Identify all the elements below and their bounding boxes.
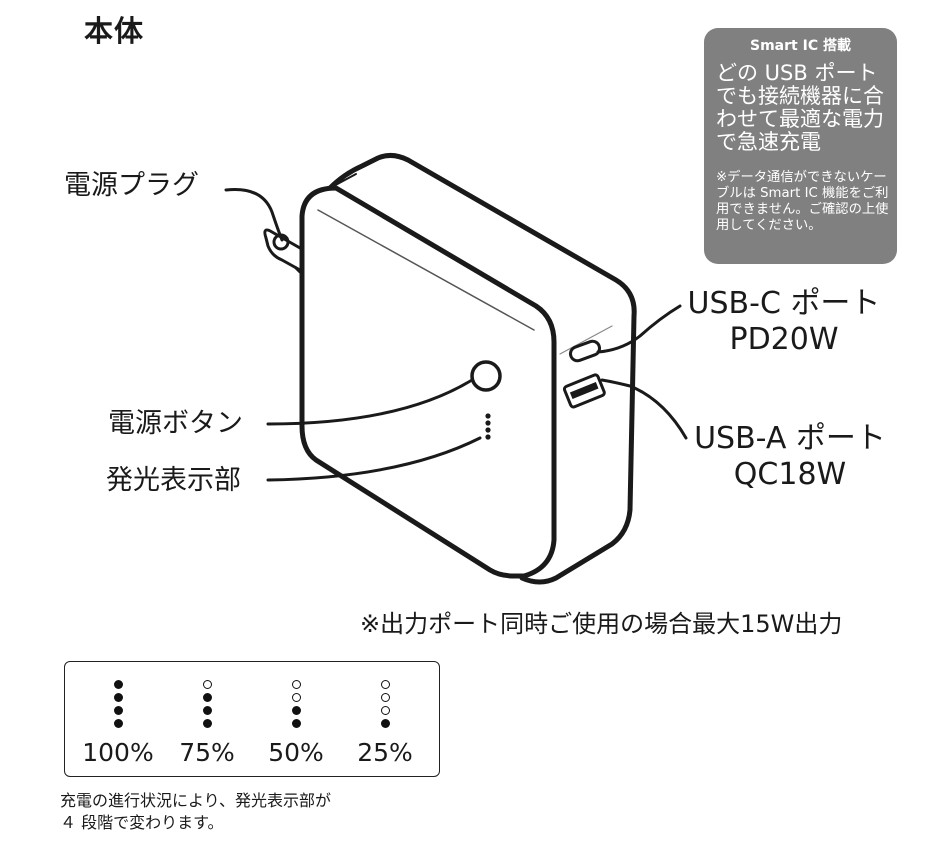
led-on-dot — [113, 706, 123, 715]
usb-a-name: USB-A ポート — [694, 421, 886, 456]
level-label: 100% — [82, 738, 154, 767]
plug-label: 電源プラグ — [64, 170, 199, 201]
usb-c-spec: PD20W — [729, 322, 839, 357]
indicator-leader-line — [266, 436, 482, 482]
level-label: 50% — [268, 738, 324, 767]
power-button-icon — [470, 360, 502, 392]
led-off-dot — [380, 706, 390, 715]
led-off-dot — [202, 680, 212, 689]
callout-note: ※データ通信ができないケーブルは Smart IC 機能をご利用できません。ご確… — [716, 170, 889, 233]
level-dots — [290, 680, 302, 732]
led-off-dot — [291, 680, 301, 689]
usb-c-label: USB-C ポート PD20W — [684, 286, 884, 358]
callout-body: どの USB ポートでも接続機器に合わせて最適な電力で急速充電 — [716, 61, 884, 154]
simultaneous-output-note: ※出力ポート同時ご使用の場合最大15W出力 — [360, 610, 843, 638]
usb-c-leader-line — [596, 304, 682, 354]
usb-a-port-icon — [562, 373, 606, 409]
plug-leader-line — [224, 187, 284, 242]
indicator-leds-icon — [485, 413, 491, 440]
led-off-dot — [380, 693, 390, 702]
level-75: 75% — [162, 662, 252, 776]
indicator-label: 発光表示部 — [106, 465, 241, 496]
led-on-dot — [291, 706, 301, 715]
level-100: 100% — [73, 662, 163, 776]
usb-a-label: USB-A ポート QC18W — [690, 421, 890, 493]
level-label: 75% — [179, 738, 235, 767]
level-dots — [379, 680, 391, 732]
level-50: 50% — [251, 662, 341, 776]
page-title: 本体 — [84, 14, 145, 48]
led-on-dot — [113, 719, 123, 728]
footnote-line-1: 充電の進行状況により、発光表示部が — [60, 791, 332, 810]
led-on-dot — [380, 719, 390, 728]
led-off-dot — [380, 680, 390, 689]
footnote-line-2: ４ 段階で変わります。 — [60, 813, 224, 832]
power-button-label: 電源ボタン — [108, 408, 243, 439]
led-off-dot — [291, 693, 301, 702]
smart-ic-callout: Smart IC 搭載 どの USB ポートでも接続機器に合わせて最適な電力で急… — [704, 28, 897, 264]
led-on-dot — [202, 706, 212, 715]
level-25: 25% — [340, 662, 430, 776]
usb-a-leader-line — [600, 378, 688, 440]
usb-a-spec: QC18W — [733, 457, 847, 492]
power-button-leader-line — [266, 378, 474, 426]
power-plug-icon — [263, 228, 302, 274]
usb-c-name: USB-C ポート — [687, 286, 881, 321]
usb-c-port-icon — [568, 339, 602, 363]
led-on-dot — [113, 680, 123, 689]
led-on-dot — [202, 719, 212, 728]
footnote: 充電の進行状況により、発光表示部が ４ 段階で変わります。 — [60, 790, 331, 834]
level-label: 25% — [357, 738, 413, 767]
led-on-dot — [291, 719, 301, 728]
led-on-dot — [202, 693, 212, 702]
led-on-dot — [113, 693, 123, 702]
level-dots — [201, 680, 213, 732]
callout-heading: Smart IC 搭載 — [750, 38, 851, 54]
level-dots — [112, 680, 124, 732]
battery-level-panel: 100% 75% 50% 25% — [64, 661, 440, 777]
